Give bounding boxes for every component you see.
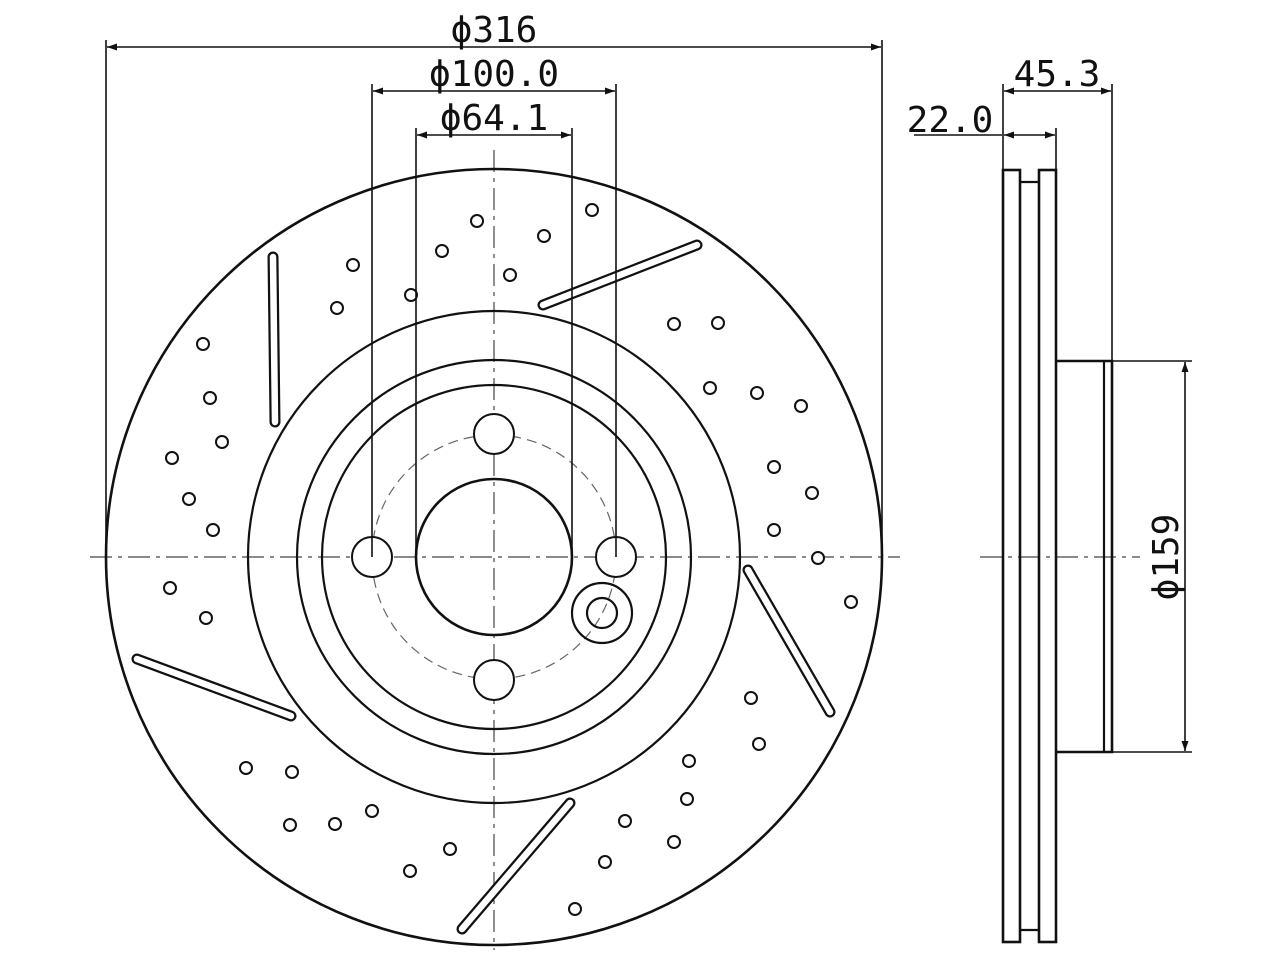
bolt-hole-top xyxy=(473,413,515,455)
drill-hole xyxy=(682,754,696,768)
drill-hole xyxy=(598,855,612,869)
drill-hole xyxy=(703,381,717,395)
drill-hole xyxy=(680,792,694,806)
dim-disc-thickness: 22.0 xyxy=(907,100,1057,170)
drill-hole xyxy=(404,288,418,302)
drill-hole xyxy=(844,595,858,609)
slot-interior xyxy=(458,799,574,933)
drill-hole xyxy=(165,451,179,465)
drill-hole xyxy=(752,737,766,751)
outer-diameter-label: ϕ316 xyxy=(451,10,538,51)
slots xyxy=(131,239,836,935)
drill-hole xyxy=(585,203,599,217)
drill-hole xyxy=(346,258,360,272)
drill-hole xyxy=(667,835,681,849)
slot-interior xyxy=(539,241,701,309)
front-view: ϕ316 ϕ100.0 ϕ64.1 xyxy=(90,10,900,950)
drill-hole xyxy=(199,611,213,625)
drill-hole xyxy=(182,492,196,506)
hat-diameter-label: ϕ159 xyxy=(1146,514,1187,601)
drill-hole xyxy=(443,842,457,856)
drill-hole xyxy=(805,486,819,500)
dim-hat-diameter: ϕ159 xyxy=(1112,360,1192,753)
drill-hole xyxy=(537,229,551,243)
dim-bolt-circle: ϕ100.0 xyxy=(371,54,617,557)
dim-outer-diameter: ϕ316 xyxy=(105,10,883,557)
drill-hole xyxy=(203,391,217,405)
drill-hole xyxy=(328,817,342,831)
drill-hole xyxy=(470,214,484,228)
hat-mounting-face xyxy=(320,383,668,731)
drill-hole xyxy=(285,765,299,779)
hat-profile xyxy=(1056,359,1114,754)
drill-hole xyxy=(767,523,781,537)
bolt-holes xyxy=(351,413,637,701)
drill-hole xyxy=(503,268,517,282)
center-bore-label: ϕ64.1 xyxy=(440,98,548,139)
outboard-friction-plate xyxy=(1001,168,1022,944)
disc-thickness-label: 22.0 xyxy=(907,100,994,141)
drill-hole xyxy=(196,337,210,351)
dim-center-bore: ϕ64.1 xyxy=(415,98,573,557)
inboard-friction-plate xyxy=(1037,168,1058,944)
bolt-hole-bottom xyxy=(473,659,515,701)
locating-screw-hole xyxy=(570,581,634,645)
drill-hole xyxy=(711,316,725,330)
friction-ring-inner-edge xyxy=(246,309,742,805)
side-view: 45.3 22.0 ϕ159 xyxy=(907,54,1192,944)
drill-hole xyxy=(435,244,449,258)
slot-interior xyxy=(744,566,834,716)
drill-hole xyxy=(206,523,220,537)
drill-hole xyxy=(744,691,758,705)
slot-interior xyxy=(133,655,295,720)
drill-holes xyxy=(163,203,858,916)
drill-hole xyxy=(365,804,379,818)
drill-hole xyxy=(794,399,808,413)
drill-hole xyxy=(330,301,344,315)
bolt-circle-label: ϕ100.0 xyxy=(429,54,559,95)
drill-hole xyxy=(811,551,825,565)
hat-outer-edge xyxy=(295,358,693,756)
drill-hole xyxy=(283,818,297,832)
drill-hole xyxy=(403,864,417,878)
slot-interior xyxy=(269,253,279,426)
drill-hole xyxy=(750,386,764,400)
overall-height-label: 45.3 xyxy=(1014,54,1101,95)
drill-hole xyxy=(618,814,632,828)
drill-hole xyxy=(239,761,253,775)
drill-hole xyxy=(215,435,229,449)
drill-hole xyxy=(667,317,681,331)
dim-overall-height: 45.3 xyxy=(1002,54,1113,361)
drill-hole xyxy=(163,581,177,595)
drill-hole xyxy=(767,460,781,474)
drill-hole xyxy=(568,902,582,916)
